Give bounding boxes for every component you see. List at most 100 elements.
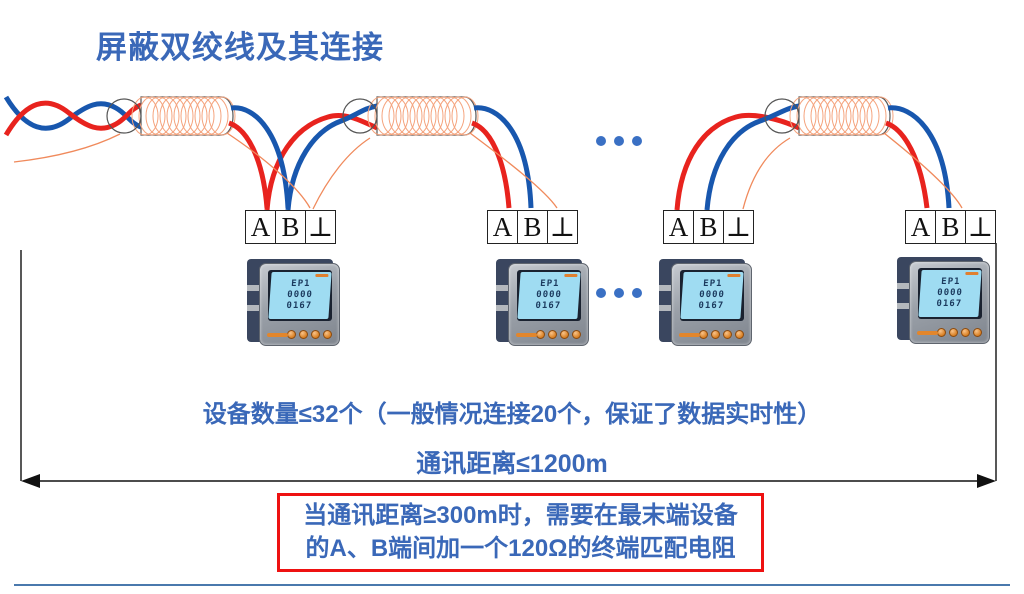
lcd-line: EP1	[702, 279, 723, 290]
device-buttons	[536, 330, 581, 339]
lcd-frame: EP1 0000 0167	[680, 270, 744, 321]
device-button-icon	[711, 330, 720, 339]
page-title: 屏蔽双绞线及其连接	[96, 30, 384, 65]
lcd-line: 0167	[535, 300, 562, 311]
wire-runs-in	[3, 95, 801, 211]
device-buttons	[287, 330, 332, 339]
wire-runs-out	[226, 105, 963, 209]
blue-wire	[285, 103, 378, 211]
mount-clip	[659, 305, 672, 311]
red-wire	[471, 120, 512, 209]
terminal-cell-a: A	[245, 210, 276, 244]
lcd-display: EP1 0000 0167	[680, 272, 744, 319]
blue-wire	[704, 103, 800, 211]
red-wire	[228, 120, 270, 209]
coil-end-circles	[106, 98, 800, 134]
blue-wire	[473, 105, 534, 209]
terminal-cell-a: A	[905, 210, 936, 244]
warning-line-1: 当通讯距离≥300m时，需要在最末端设备	[303, 502, 738, 529]
terminal-box: A B ⊥	[245, 210, 336, 244]
lcd-line: 0000	[286, 290, 314, 301]
mount-clip	[496, 285, 509, 291]
lcd-line: EP1	[290, 279, 311, 290]
terminal-cell-a: A	[663, 210, 694, 244]
device-front-bezel: EP1 0000 0167	[671, 263, 752, 346]
device-button-icon	[572, 330, 581, 339]
red-wire	[3, 100, 143, 137]
terminal-box: A B ⊥	[663, 210, 754, 244]
terminal-cell-b: B	[693, 210, 724, 244]
power-meter-device: EP1 0000 0167	[897, 254, 990, 344]
red-wire	[674, 112, 801, 211]
brand-mark-icon	[315, 274, 329, 277]
terminal-cell-ground: ⊥	[547, 210, 578, 244]
mount-clip	[496, 305, 509, 311]
lcd-display: EP1 0000 0167	[918, 270, 982, 317]
shield-drain-wire	[742, 137, 791, 210]
device-button-icon	[699, 330, 708, 339]
device-label-bar	[516, 333, 537, 337]
device-label-bar	[267, 333, 288, 337]
terminal-cell-b: B	[935, 210, 966, 244]
device-button-icon	[536, 330, 545, 339]
lcd-frame: EP1 0000 0167	[517, 270, 581, 321]
brand-mark-icon	[564, 274, 578, 277]
lcd-line: 0167	[936, 298, 963, 309]
terminal-cell-ground: ⊥	[305, 210, 336, 244]
lcd-line: 0167	[698, 300, 725, 311]
device-label-bar	[679, 333, 700, 337]
shield-drain-wire	[226, 132, 311, 209]
lcd-line: 0000	[698, 290, 726, 301]
lcd-line: EP1	[539, 279, 560, 290]
lcd-line: 0000	[936, 288, 964, 299]
power-meter-device: EP1 0000 0167	[496, 256, 589, 346]
device-button-icon	[548, 330, 557, 339]
red-wire	[264, 112, 379, 211]
lcd-frame: EP1 0000 0167	[268, 270, 332, 321]
terminal-cell-a: A	[487, 210, 518, 244]
device-button-icon	[299, 330, 308, 339]
blue-wire	[887, 105, 952, 209]
power-meter-device: EP1 0000 0167	[659, 256, 752, 346]
note-distance: 通讯距离≤1200m	[416, 450, 608, 478]
lcd-display: EP1 0000 0167	[517, 272, 581, 319]
device-button-icon	[735, 330, 744, 339]
note-device-count: 设备数量≤32个（一般情况连接20个，保证了数据实时性）	[202, 401, 822, 428]
terminal-cell-ground: ⊥	[723, 210, 754, 244]
device-button-icon	[323, 330, 332, 339]
lcd-line: 0000	[535, 290, 563, 301]
coil-winding	[367, 96, 479, 136]
lcd-frame: EP1 0000 0167	[918, 268, 982, 319]
lcd-line: 0167	[286, 300, 313, 311]
shield-drain-wire	[883, 132, 963, 209]
terminal-box: A B ⊥	[487, 210, 578, 244]
device-button-icon	[937, 328, 946, 337]
power-meter-device: EP1 0000 0167	[247, 256, 340, 346]
ellipsis-dots-icon	[596, 136, 642, 298]
terminal-cell-b: B	[517, 210, 548, 244]
device-button-icon	[973, 328, 982, 337]
warning-box: 当通讯距离≥300m时，需要在最末端设备 的A、B端间加一个120Ω的终端匹配电…	[277, 493, 764, 572]
shield-drain-wire	[469, 132, 558, 209]
device-button-icon	[949, 328, 958, 337]
shield-drain-wire	[13, 133, 121, 163]
coil-icon	[376, 96, 477, 136]
device-label-bar	[917, 331, 938, 335]
mount-clip	[659, 285, 672, 291]
blue-wire	[230, 105, 291, 209]
brand-mark-icon	[727, 274, 741, 277]
mount-clip	[247, 305, 260, 311]
mount-clip	[897, 303, 910, 309]
terminal-cell-ground: ⊥	[965, 210, 996, 244]
dimension-arrow	[20, 243, 997, 488]
device-button-icon	[723, 330, 732, 339]
device-buttons	[699, 330, 744, 339]
coil-winding	[789, 96, 894, 136]
shield-drain-wire	[312, 137, 371, 210]
device-front-bezel: EP1 0000 0167	[909, 261, 990, 344]
red-wire	[885, 120, 930, 209]
coil-winding	[131, 96, 236, 136]
terminal-cell-b: B	[275, 210, 306, 244]
